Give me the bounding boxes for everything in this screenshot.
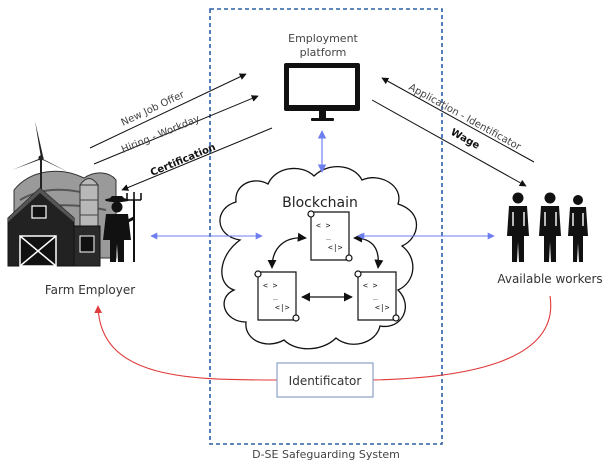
farmer-icon [103,192,142,262]
contract-right-close: <|> [375,303,390,312]
platform-label-line1: Employment [288,32,358,45]
barn-icon [7,187,101,267]
farm-illustration [7,121,142,267]
worker-icon [539,192,561,262]
contract-left-open: < > [263,281,278,290]
contract-left-close: <|> [275,303,290,312]
certification-arrow [121,127,273,191]
workers-illustration [507,192,588,262]
contract-top-close: <|> [328,243,343,252]
system-label: D-SE Safeguarding System [252,448,400,461]
contract-left-dash: _ [273,291,278,300]
contract-link-left [267,232,307,269]
monitor-icon [284,63,360,121]
certification-label: Certification [149,142,217,179]
identificator-label: Identificator [289,374,362,388]
wage-arrow [371,99,527,187]
application-identificator-arrow [381,77,535,163]
worker-icon [568,195,588,262]
contract-top-dash: _ [326,231,331,240]
contract-icon [307,210,353,262]
contract-right-open: < > [363,281,378,290]
contract-icon [254,270,300,322]
available-workers-label: Available workers [497,272,602,286]
farm-employer-label: Farm Employer [45,283,135,297]
platform-label-line2: platform [300,46,347,59]
new-job-offer-arrow [89,73,247,149]
wind-turbine-icon [12,121,68,205]
worker-icon [507,192,529,262]
contract-top-open: < > [316,221,331,230]
blockchain-label: Blockchain [282,195,358,211]
contract-right-dash: _ [373,291,378,300]
identificator-box [276,362,374,398]
hiring-workday-arrow [93,95,259,165]
contract-icon [354,270,400,322]
system-boundary [209,8,443,445]
